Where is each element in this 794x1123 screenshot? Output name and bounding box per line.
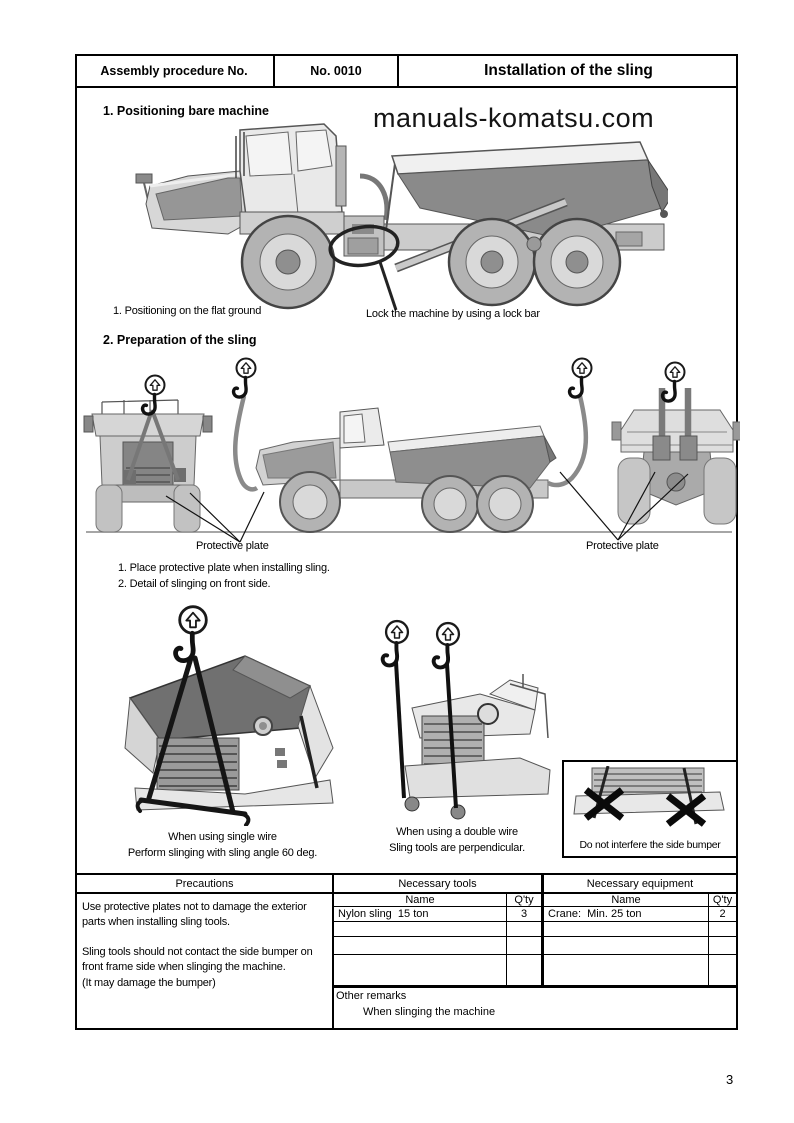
equipment-name-cell: Crane: Min. 25 ton xyxy=(548,908,642,920)
double-wire-caption: When using a double wire Sling tools are… xyxy=(352,824,562,856)
double-wire-illustration xyxy=(380,619,551,820)
page-number: 3 xyxy=(726,1072,734,1087)
header-procedure-label: Assembly procedure No. xyxy=(100,64,248,78)
note-protective-plate: 1. Place protective plate when installin… xyxy=(118,562,330,574)
caption-lock-bar: Lock the machine by using a lock bar xyxy=(366,308,540,320)
other-remarks-label: Other remarks xyxy=(336,990,407,1002)
protective-plate-label-left: Protective plate xyxy=(196,540,269,552)
lock-bar-leader-line xyxy=(378,261,398,311)
crane-hook-icon xyxy=(431,621,461,670)
side-bumper-warning-illustration xyxy=(573,766,725,827)
page-title: Installation of the sling xyxy=(484,62,653,79)
section1-title: 1. Positioning bare machine xyxy=(103,104,270,118)
tools-qty-column-header: Q'ty xyxy=(514,893,534,906)
precaution-paragraph-2: Sling tools should not contact the side … xyxy=(82,946,313,973)
table-line xyxy=(334,936,736,937)
header-cell-procedure: Assembly procedure No. xyxy=(75,54,273,88)
header-cell-title: Installation of the sling xyxy=(397,54,738,88)
table-line xyxy=(506,892,507,987)
truck-side-dumping-illustration xyxy=(135,123,668,311)
table-line xyxy=(334,906,736,907)
precaution-paragraph-1: Use protective plates not to damage the … xyxy=(82,901,307,928)
crane-hook-icon xyxy=(140,373,167,416)
warning-caption: Do not interfere the side bumper xyxy=(579,839,721,851)
protective-plate-leader-lines xyxy=(165,471,689,543)
tools-name-column-header: Name xyxy=(405,893,435,906)
precaution-paragraph-3: (It may damage the bumper) xyxy=(82,977,216,989)
header-number-label: No. 0010 xyxy=(310,64,362,78)
crane-hook-icon xyxy=(380,619,410,668)
lock-bar-callout-ellipse xyxy=(328,224,400,268)
table-line xyxy=(541,875,544,987)
section2-title: 2. Preparation of the sling xyxy=(103,333,257,347)
single-wire-caption: When using single wire Perform slinging … xyxy=(100,829,345,861)
other-remarks-text: When slinging the machine xyxy=(363,1006,496,1018)
protective-plate-label-right: Protective plate xyxy=(586,540,659,552)
note-detail-slinging: 2. Detail of slinging on front side. xyxy=(118,578,271,590)
table-line xyxy=(77,892,736,894)
double-wire-caption-line2: Sling tools are perpendicular. xyxy=(389,842,525,854)
single-wire-caption-line1: When using single wire xyxy=(168,831,277,843)
necessary-equipment-header: Necessary equipment xyxy=(586,877,694,890)
crane-hook-icon xyxy=(176,607,207,661)
tool-qty-cell: 3 xyxy=(520,908,528,920)
necessary-tools-header: Necessary tools xyxy=(398,877,477,890)
table-line xyxy=(332,875,334,1028)
single-wire-illustration xyxy=(124,598,334,826)
tool-name-cell: Nylon sling 15 ton xyxy=(338,908,429,920)
crane-hook-icon xyxy=(231,356,258,399)
watermark: manuals-komatsu.com xyxy=(373,103,655,133)
side-bumper-warning-box: Do not interfere the side bumper xyxy=(562,760,738,858)
equipment-qty-cell: 2 xyxy=(719,908,726,920)
crane-hook-icon xyxy=(567,356,594,399)
table-line xyxy=(332,985,736,988)
header-divider xyxy=(75,86,738,88)
table-line xyxy=(334,954,736,955)
crane-hook-icon xyxy=(660,360,687,403)
sling-preparation-illustration xyxy=(83,356,740,543)
precautions-header: Precautions xyxy=(175,877,234,890)
cross-mark-icon xyxy=(583,787,707,827)
table-line xyxy=(708,892,709,987)
double-wire-caption-line1: When using a double wire xyxy=(396,826,518,838)
single-wire-caption-line2: Perform slinging with sling angle 60 deg… xyxy=(127,847,318,859)
table-line xyxy=(334,921,736,922)
equipment-name-column-header: Name xyxy=(611,893,641,906)
equipment-qty-column-header: Q'ty xyxy=(712,893,733,906)
bottom-table: Precautions Necessary tools Necessary eq… xyxy=(75,873,738,1030)
header-cell-number: No. 0010 xyxy=(273,54,397,88)
caption-flat-ground: 1. Positioning on the flat ground xyxy=(113,305,262,317)
truck-side-view xyxy=(255,407,557,533)
wheel xyxy=(240,214,622,310)
truck-rear-view xyxy=(611,388,740,525)
